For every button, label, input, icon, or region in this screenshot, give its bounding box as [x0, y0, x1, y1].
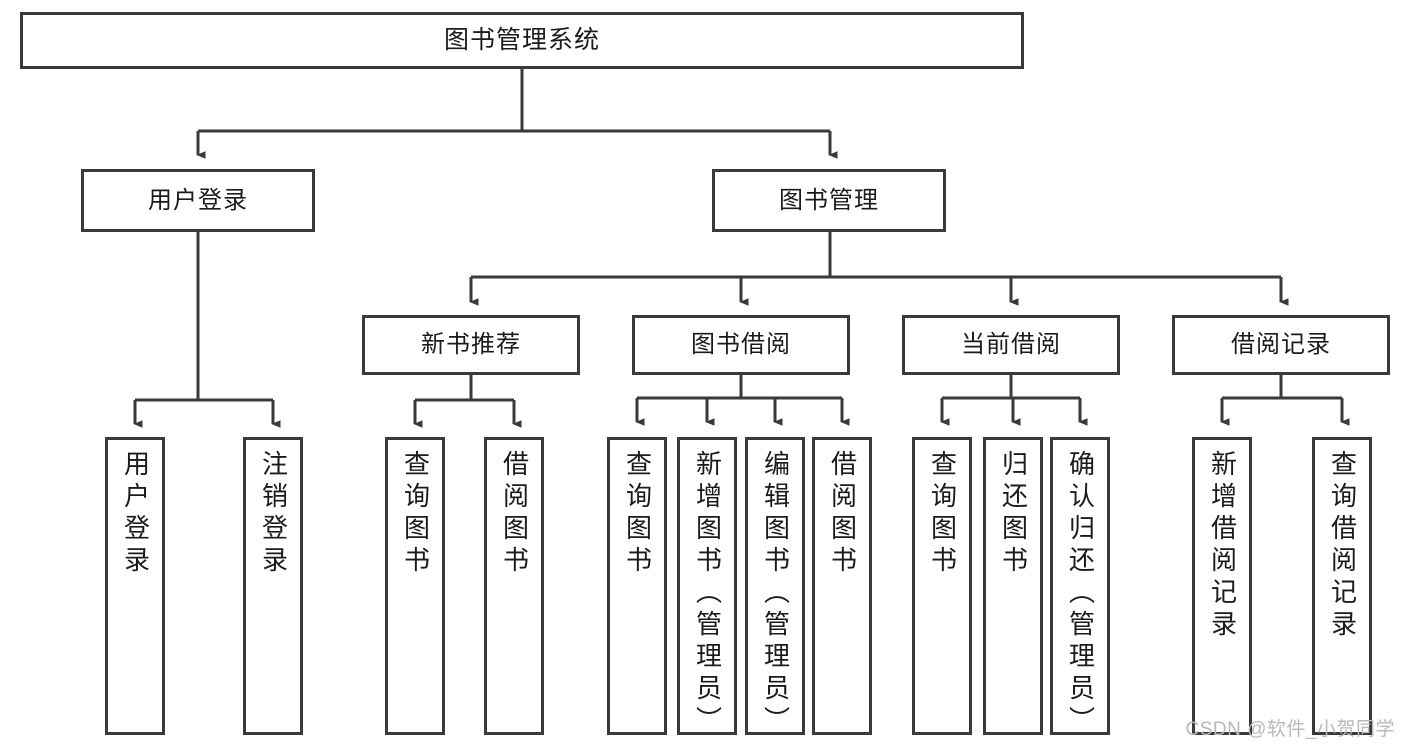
node-leaf-return-book-label: 归还图书 — [998, 450, 1029, 578]
node-borrow-record-label: 借阅记录 — [1231, 331, 1331, 358]
node-current-borrow[interactable]: 当前借阅 — [902, 315, 1120, 375]
node-new-book-recommend-label: 新书推荐 — [421, 331, 521, 358]
node-leaf-edit-book[interactable]: 编辑图书（管理员） — [745, 437, 805, 738]
node-leaf-query-book-2[interactable]: 查询图书 — [607, 437, 667, 735]
node-leaf-query-record-label: 查询借阅记录 — [1327, 450, 1358, 642]
node-leaf-query-record[interactable]: 查询借阅记录 — [1312, 437, 1372, 735]
node-leaf-query-book-1-label: 查询图书 — [400, 450, 431, 578]
node-leaf-user-login[interactable]: 用户登录 — [105, 437, 165, 735]
node-leaf-query-book-3-label: 查询图书 — [927, 450, 958, 578]
node-leaf-user-login-label: 用户登录 — [120, 450, 151, 578]
node-leaf-add-book[interactable]: 新增图书（管理员） — [677, 437, 737, 738]
node-user-login-label: 用户登录 — [148, 186, 248, 214]
node-leaf-query-book-3[interactable]: 查询图书 — [912, 437, 972, 735]
node-borrow-record[interactable]: 借阅记录 — [1172, 315, 1390, 375]
node-root-label: 图书管理系统 — [443, 26, 600, 54]
node-leaf-logout-label: 注销登录 — [258, 450, 289, 578]
node-book-manage[interactable]: 图书管理 — [712, 169, 946, 232]
node-leaf-borrow-book-2[interactable]: 借阅图书 — [812, 437, 872, 735]
node-user-login[interactable]: 用户登录 — [81, 169, 315, 232]
node-book-borrow-label: 图书借阅 — [691, 331, 791, 358]
watermark: CSDN @软件_小贺同学 — [1185, 719, 1395, 740]
node-leaf-borrow-book-1[interactable]: 借阅图书 — [484, 437, 544, 735]
node-book-manage-label: 图书管理 — [779, 186, 879, 214]
node-current-borrow-label: 当前借阅 — [961, 331, 1061, 358]
node-leaf-query-book-1[interactable]: 查询图书 — [385, 437, 445, 735]
node-root[interactable]: 图书管理系统 — [20, 12, 1024, 69]
node-leaf-confirm-return[interactable]: 确认归还（管理员） — [1050, 437, 1110, 738]
node-leaf-borrow-book-1-label: 借阅图书 — [499, 450, 530, 578]
node-leaf-query-book-2-label: 查询图书 — [622, 450, 653, 578]
node-book-borrow[interactable]: 图书借阅 — [632, 315, 850, 375]
node-leaf-add-record[interactable]: 新增借阅记录 — [1192, 437, 1252, 735]
node-leaf-borrow-book-2-label: 借阅图书 — [827, 450, 858, 578]
node-leaf-confirm-return-label: 确认归还（管理员） — [1065, 450, 1096, 738]
node-leaf-edit-book-label: 编辑图书（管理员） — [760, 450, 791, 738]
node-leaf-return-book[interactable]: 归还图书 — [983, 437, 1043, 735]
node-leaf-add-record-label: 新增借阅记录 — [1207, 450, 1238, 642]
node-leaf-add-book-label: 新增图书（管理员） — [692, 450, 723, 738]
node-leaf-logout[interactable]: 注销登录 — [243, 437, 303, 735]
node-new-book-recommend[interactable]: 新书推荐 — [362, 315, 580, 375]
